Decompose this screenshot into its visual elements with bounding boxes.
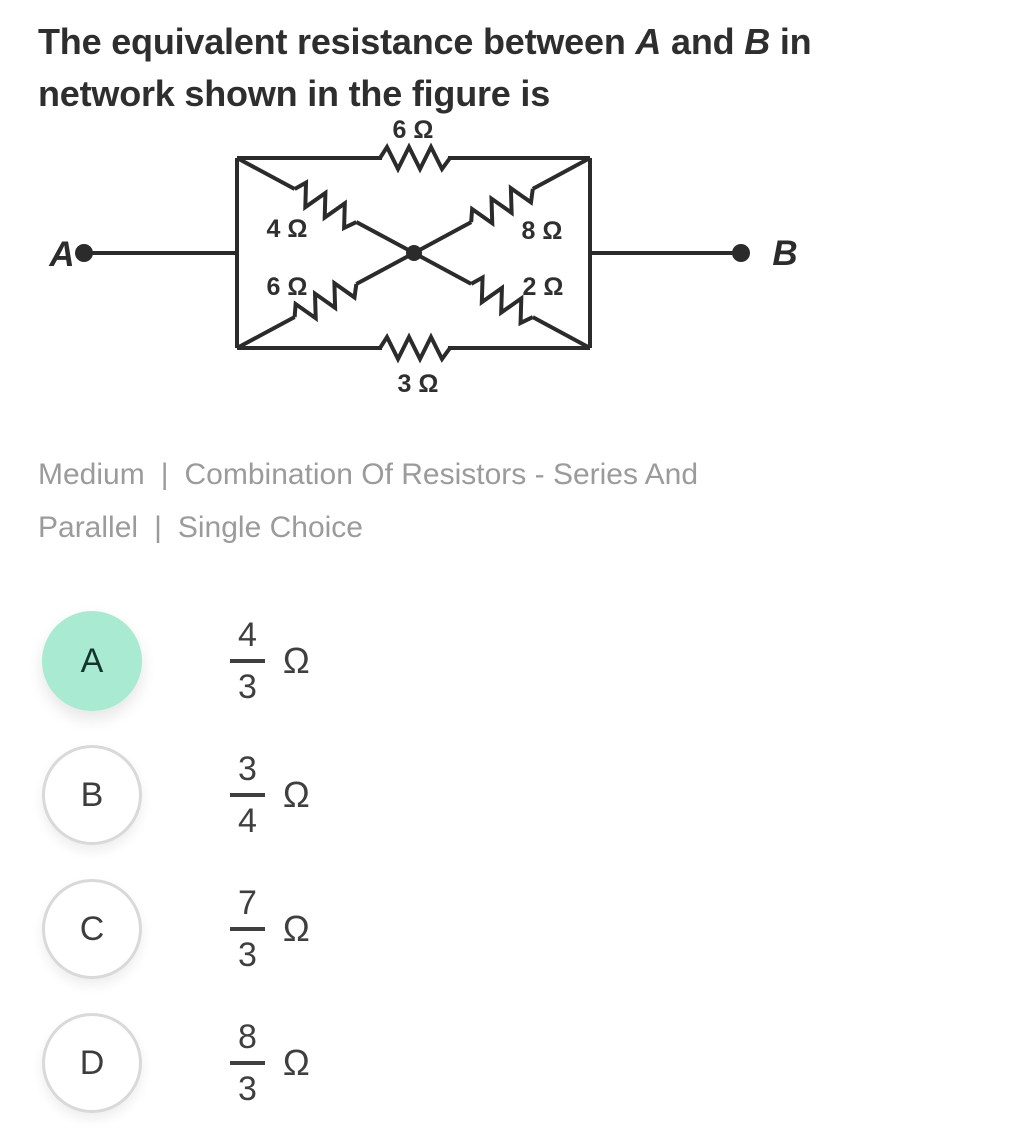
resistor-bottom-label: 3 Ω	[398, 370, 439, 398]
fraction-denominator: 3	[230, 1061, 265, 1106]
diagonal-wires	[236, 156, 591, 350]
option-c-fraction: 7 3	[230, 886, 265, 972]
option-d-letter: D	[79, 1043, 105, 1082]
ohm-unit: Ω	[282, 640, 310, 681]
center-node	[406, 245, 422, 261]
terminal-a-node	[75, 244, 93, 262]
terminal-b-node	[732, 244, 750, 262]
option-row-b: B 3 4 Ω	[42, 745, 310, 845]
option-a-value: 4 3 Ω	[230, 618, 310, 704]
ohm-unit: Ω	[282, 774, 310, 815]
option-row-d: D 8 3 Ω	[42, 1013, 310, 1113]
resistor-top	[378, 145, 452, 171]
option-row-c: C 7 3 Ω	[42, 879, 310, 979]
fraction-numerator: 7	[238, 884, 257, 922]
title-text-3: in	[770, 21, 812, 62]
topic-label: Combination Of Resistors - Series And Pa…	[38, 458, 699, 544]
fraction-denominator: 3	[230, 927, 265, 972]
title-terminal-b: B	[744, 21, 771, 62]
terminal-b-label: B	[772, 234, 797, 273]
fraction-numerator: 3	[238, 750, 257, 788]
option-c-value: 7 3 Ω	[230, 886, 310, 972]
fraction-numerator: 4	[238, 616, 257, 654]
resistor-lower-right-label: 2 Ω	[523, 273, 564, 301]
option-a-letter: A	[80, 641, 104, 680]
fraction-denominator: 4	[230, 793, 265, 838]
title-text-1: The equivalent resistance between	[38, 21, 636, 62]
resistor-bottom	[378, 335, 452, 361]
option-d-radio[interactable]: D	[42, 1013, 142, 1113]
option-d-fraction: 8 3	[230, 1020, 265, 1106]
options-list: A 4 3 Ω B 3 4 Ω C 7 3	[42, 611, 310, 1113]
option-c-radio[interactable]: C	[42, 879, 142, 979]
resistor-upper-left-label: 4 Ω	[267, 215, 308, 243]
question-meta: Medium |Combination Of Resistors - Series…	[38, 448, 918, 554]
fraction-denominator: 3	[230, 659, 265, 704]
option-d-value: 8 3 Ω	[230, 1020, 310, 1106]
option-a-fraction: 4 3	[230, 618, 265, 704]
resistor-upper-right-label: 8 Ω	[522, 217, 563, 245]
question-type-label: Single Choice	[177, 511, 363, 544]
resistor-lower-left-label: 6 Ω	[267, 273, 308, 301]
ohm-unit: Ω	[282, 1042, 310, 1083]
fraction-numerator: 8	[238, 1018, 257, 1056]
option-row-a: A 4 3 Ω	[42, 611, 310, 711]
title-text-4: network shown in the figure is	[38, 73, 551, 114]
circuit-diagram: A B 6 Ω 4 Ω 8 Ω 6 Ω 2 Ω 3 Ω	[48, 116, 797, 398]
option-c-letter: C	[79, 909, 105, 948]
option-b-fraction: 3 4	[230, 752, 265, 838]
terminal-a-label: A	[48, 235, 74, 274]
title-text-2: and	[661, 21, 745, 62]
ohm-unit: Ω	[282, 908, 310, 949]
meta-separator: |	[154, 511, 162, 544]
resistor-top-label: 6 Ω	[393, 116, 434, 144]
difficulty-badge: Medium	[38, 458, 145, 491]
question-title: The equivalent resistance between A and …	[38, 16, 968, 120]
title-terminal-a: A	[635, 21, 662, 62]
option-a-radio[interactable]: A	[42, 611, 142, 711]
option-b-radio[interactable]: B	[42, 745, 142, 845]
circuit-figure: A B 6 Ω 4 Ω 8 Ω 6 Ω 2 Ω 3 Ω	[0, 105, 850, 405]
option-b-value: 3 4 Ω	[230, 752, 310, 838]
meta-separator: |	[160, 458, 169, 491]
option-b-letter: B	[80, 775, 104, 814]
